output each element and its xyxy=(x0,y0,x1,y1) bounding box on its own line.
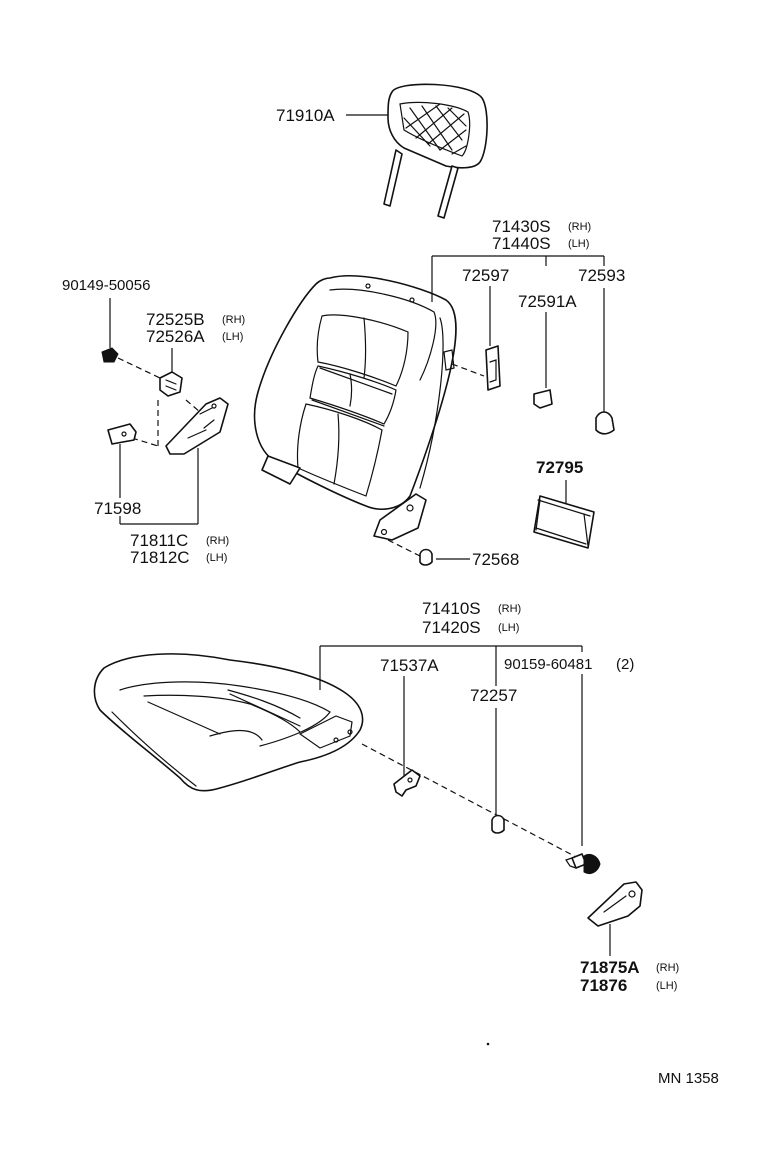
side-tag-rh-71875A: (RH) xyxy=(656,962,679,974)
part-label-71811C: 71811C xyxy=(130,531,188,550)
nut-72257-drawing xyxy=(491,814,505,834)
part-label-90159-60481-qty: (2) xyxy=(616,656,634,673)
part-label-72526A: 72526A xyxy=(146,327,205,346)
side-tag-rh: (RH) xyxy=(568,221,591,233)
part-label-90149-50056: 90149-50056 xyxy=(62,277,150,294)
part-label-72257: 72257 xyxy=(470,686,517,705)
side-tag-rh-71410S: (RH) xyxy=(498,603,521,615)
pad-72795-drawing xyxy=(533,495,595,549)
side-tag-lh-71876: (LH) xyxy=(656,980,677,992)
part-label-72525B: 72525B xyxy=(146,310,205,329)
side-tag-lh-72526A: (LH) xyxy=(222,331,243,343)
clip-72597-drawing xyxy=(485,345,501,391)
headrest-drawing xyxy=(383,83,488,219)
screw-90159-drawing xyxy=(565,853,601,875)
bolt-90149-drawing xyxy=(101,347,119,363)
headrest-mesh-pattern xyxy=(403,103,467,155)
seat-cushion-drawing xyxy=(93,653,364,792)
part-label-90159-60481: 90159-60481 xyxy=(504,656,592,673)
part-label-71812C: 71812C xyxy=(130,548,190,567)
part-label-71876: 71876 xyxy=(580,976,627,995)
diagram-code: MN 1358 xyxy=(658,1070,719,1087)
part-label-71410S: 71410S xyxy=(422,599,481,618)
part-label-71537A: 71537A xyxy=(380,656,439,675)
side-tag-lh: (LH) xyxy=(568,238,589,250)
side-tag-rh-72525B: (RH) xyxy=(222,314,245,326)
part-label-71910A: 71910A xyxy=(276,106,335,125)
part-label-72593: 72593 xyxy=(578,266,625,285)
side-tag-lh-71812C: (LH) xyxy=(206,552,227,564)
knob-72593-drawing xyxy=(595,411,615,435)
part-label-71430S: 71430S xyxy=(492,217,551,236)
part-label-72568: 72568 xyxy=(472,550,519,569)
part-label-72597: 72597 xyxy=(462,266,509,285)
side-tag-lh-71420S: (LH) xyxy=(498,622,519,634)
cap-72591A-drawing xyxy=(533,389,553,409)
part-label-71875A: 71875A xyxy=(580,958,640,977)
clip-72568-drawing xyxy=(419,548,433,566)
bracket-72525B-drawing xyxy=(159,371,183,397)
side-tag-rh-71811C: (RH) xyxy=(206,535,229,547)
part-label-71420S: 71420S xyxy=(422,618,481,637)
cushion-cover-leaders xyxy=(319,645,583,846)
hinge-cover-drawing xyxy=(165,397,229,455)
speck-mark xyxy=(486,1042,490,1046)
clip-71537A-drawing xyxy=(393,769,421,797)
part-label-71598: 71598 xyxy=(94,499,141,518)
part-label-71440S: 71440S xyxy=(492,234,551,253)
back-cover-leaders xyxy=(431,255,605,412)
part-label-72795: 72795 xyxy=(536,458,583,477)
part-label-72591A: 72591A xyxy=(518,292,577,311)
seat-back-drawing xyxy=(253,275,457,541)
